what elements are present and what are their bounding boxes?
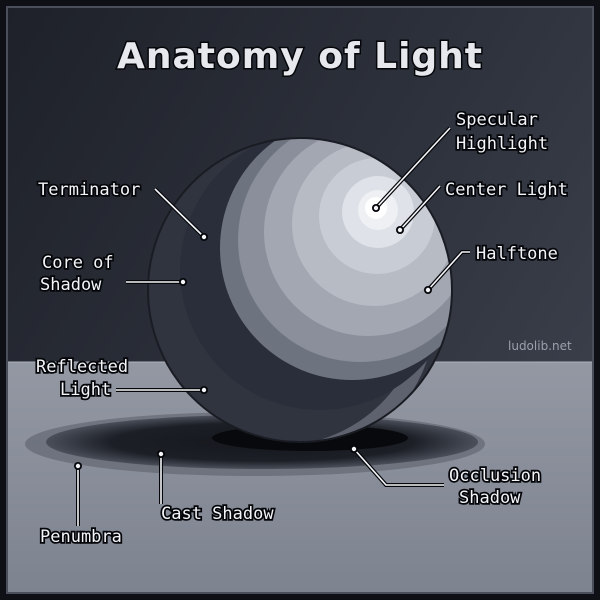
label-core-of-shadow-line1: Core of — [42, 253, 114, 273]
leader-lines — [76, 126, 470, 526]
label-occlusion-shadow-line1: Occlusion — [449, 466, 541, 486]
watermark-text: ludolib.net — [508, 339, 572, 353]
label-terminator: Terminator — [38, 180, 140, 200]
label-reflected-light-line1: Reflected — [36, 357, 128, 377]
label-halftone: Halftone — [476, 244, 558, 264]
label-core-of-shadow-line2: Shadow — [40, 275, 102, 295]
label-penumbra: Penumbra — [40, 527, 122, 547]
label-specular-line2: Highlight — [456, 134, 548, 154]
label-center-light: Center Light — [445, 180, 568, 200]
anchor-dots — [74, 204, 432, 470]
label-reflected-light-line2: Light — [60, 380, 111, 400]
label-occlusion-shadow-line2: Shadow — [459, 488, 521, 508]
label-cast-shadow: Cast Shadow — [161, 504, 274, 524]
label-specular-line1: Specular — [456, 110, 538, 130]
page-title: Anatomy of Light — [117, 36, 483, 77]
